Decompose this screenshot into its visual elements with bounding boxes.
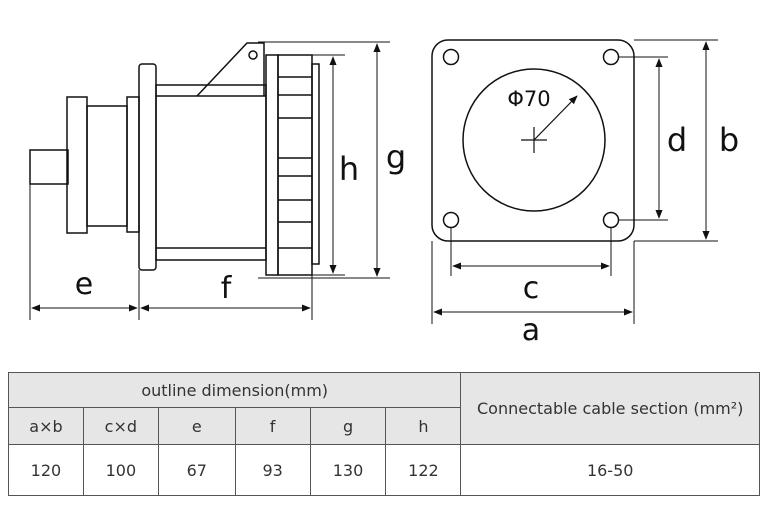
value-h: 122 bbox=[385, 444, 462, 496]
diameter-arrow bbox=[533, 95, 578, 141]
value-e: 67 bbox=[157, 444, 236, 496]
col-header-e: e bbox=[157, 407, 236, 445]
label-c: c bbox=[523, 271, 540, 306]
table-header-row: outline dimension(mm) Connectable cable … bbox=[7, 372, 760, 445]
lid-hinge bbox=[196, 42, 265, 97]
label-h: h bbox=[339, 150, 359, 188]
mounting-flange bbox=[138, 63, 157, 271]
front-ring bbox=[265, 54, 279, 276]
value-cxd: 100 bbox=[82, 444, 159, 496]
cable-header: Connectable cable section (mm²) bbox=[460, 372, 760, 445]
label-diameter: Φ70 bbox=[507, 87, 550, 111]
mount-hole-tr bbox=[602, 48, 620, 66]
col-header-axb: a×b bbox=[8, 407, 84, 445]
value-f: 93 bbox=[234, 444, 311, 496]
rear-gland bbox=[66, 96, 88, 234]
main-body bbox=[155, 84, 267, 261]
side-view bbox=[29, 42, 320, 276]
group-header: outline dimension(mm) bbox=[7, 372, 462, 408]
label-f: f bbox=[221, 271, 233, 306]
front-dimensions bbox=[431, 39, 718, 324]
col-header-g: g bbox=[309, 407, 387, 445]
col-header-cxd: c×d bbox=[82, 407, 159, 445]
value-g: 130 bbox=[309, 444, 387, 496]
cable-stub bbox=[29, 149, 69, 185]
col-header-f: f bbox=[234, 407, 311, 445]
label-b: b bbox=[719, 121, 739, 159]
label-e: e bbox=[75, 267, 93, 302]
front-view bbox=[431, 39, 635, 242]
label-d: d bbox=[667, 121, 687, 159]
table-subheader-row: a×b c×d e f g h bbox=[8, 407, 760, 445]
table-row: 120 100 67 93 130 122 16-50 bbox=[8, 444, 760, 496]
mount-hole-tl bbox=[442, 48, 460, 66]
dimension-table: outline dimension(mm) Connectable cable … bbox=[7, 372, 760, 496]
label-a: a bbox=[522, 313, 540, 348]
center-opening bbox=[462, 68, 606, 212]
mount-hole-bl bbox=[442, 211, 460, 229]
front-plate bbox=[431, 39, 635, 242]
value-axb: 120 bbox=[8, 444, 84, 496]
dimension-drawing: e f h g Φ70 c a d b bbox=[29, 39, 739, 348]
value-cable-section: 16-50 bbox=[460, 444, 760, 496]
label-g: g bbox=[386, 138, 406, 176]
col-header-h: h bbox=[385, 407, 462, 445]
side-dimensions bbox=[29, 41, 390, 320]
mount-hole-br bbox=[602, 211, 620, 229]
